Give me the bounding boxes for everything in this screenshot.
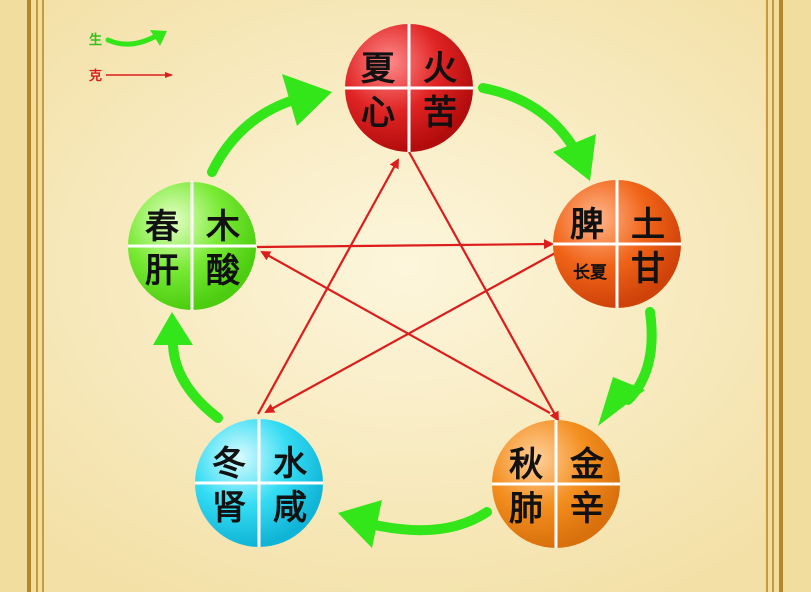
- fire-taste: 苦: [423, 93, 457, 133]
- fire-element: 火: [423, 49, 457, 89]
- metal-taste: 辛: [570, 489, 604, 529]
- wood-element: 木: [205, 207, 240, 247]
- sheng-cycle: [153, 74, 657, 548]
- sheng-arrow-fire-to-earth: [478, 83, 596, 181]
- wood-organ: 肝: [145, 251, 179, 291]
- water-season: 冬: [212, 444, 246, 484]
- earth-taste: 甘: [631, 249, 665, 289]
- right-frame: [765, 0, 811, 592]
- element-metal: 秋 金 肺 辛: [492, 420, 620, 548]
- element-fire: 夏 火 心 苦: [345, 24, 473, 152]
- water-organ: 肾: [212, 488, 246, 528]
- ke-arrow-water-to-fire: [257, 158, 399, 415]
- element-earth: 脾 土 长夏 甘: [553, 180, 681, 308]
- earth-season: 长夏: [573, 262, 608, 283]
- legend-sheng-arrowhead: [150, 30, 167, 46]
- legend-sheng-label: 生: [89, 32, 102, 48]
- metal-organ: 肺: [509, 489, 543, 529]
- ke-arrow-earth-to-water: [264, 251, 558, 413]
- ke-arrow-fire-to-metal: [408, 151, 559, 422]
- metal-element: 金: [569, 445, 605, 485]
- sheng-arrow-water-to-wood: [153, 312, 223, 423]
- ke-arrow-wood-to-earth: [256, 239, 554, 250]
- sheng-arrow-earth-to-metal: [598, 307, 657, 426]
- fire-season: 夏: [361, 49, 396, 89]
- sheng-arrow-metal-to-water: [338, 500, 492, 548]
- ke-cycle: [256, 151, 559, 422]
- sheng-arrow-wood-to-fire: [207, 74, 332, 177]
- wood-season: 春: [145, 207, 179, 247]
- legend-ke-label: 克: [89, 68, 102, 84]
- water-element: 水: [273, 444, 308, 484]
- left-frame: [0, 0, 44, 592]
- legend-sheng-arrow: [105, 33, 159, 47]
- legend: 生 克: [89, 30, 173, 84]
- ke-arrow-metal-to-wood: [260, 251, 551, 414]
- element-water: 冬 水 肾 咸: [195, 419, 323, 547]
- metal-season: 秋: [509, 445, 543, 485]
- fire-organ: 心: [361, 93, 395, 133]
- water-taste: 咸: [273, 488, 307, 528]
- earth-element: 土: [631, 205, 665, 245]
- earth-organ: 脾: [570, 205, 604, 245]
- element-wood: 春 木 肝 酸: [128, 182, 256, 310]
- wood-taste: 酸: [206, 251, 241, 291]
